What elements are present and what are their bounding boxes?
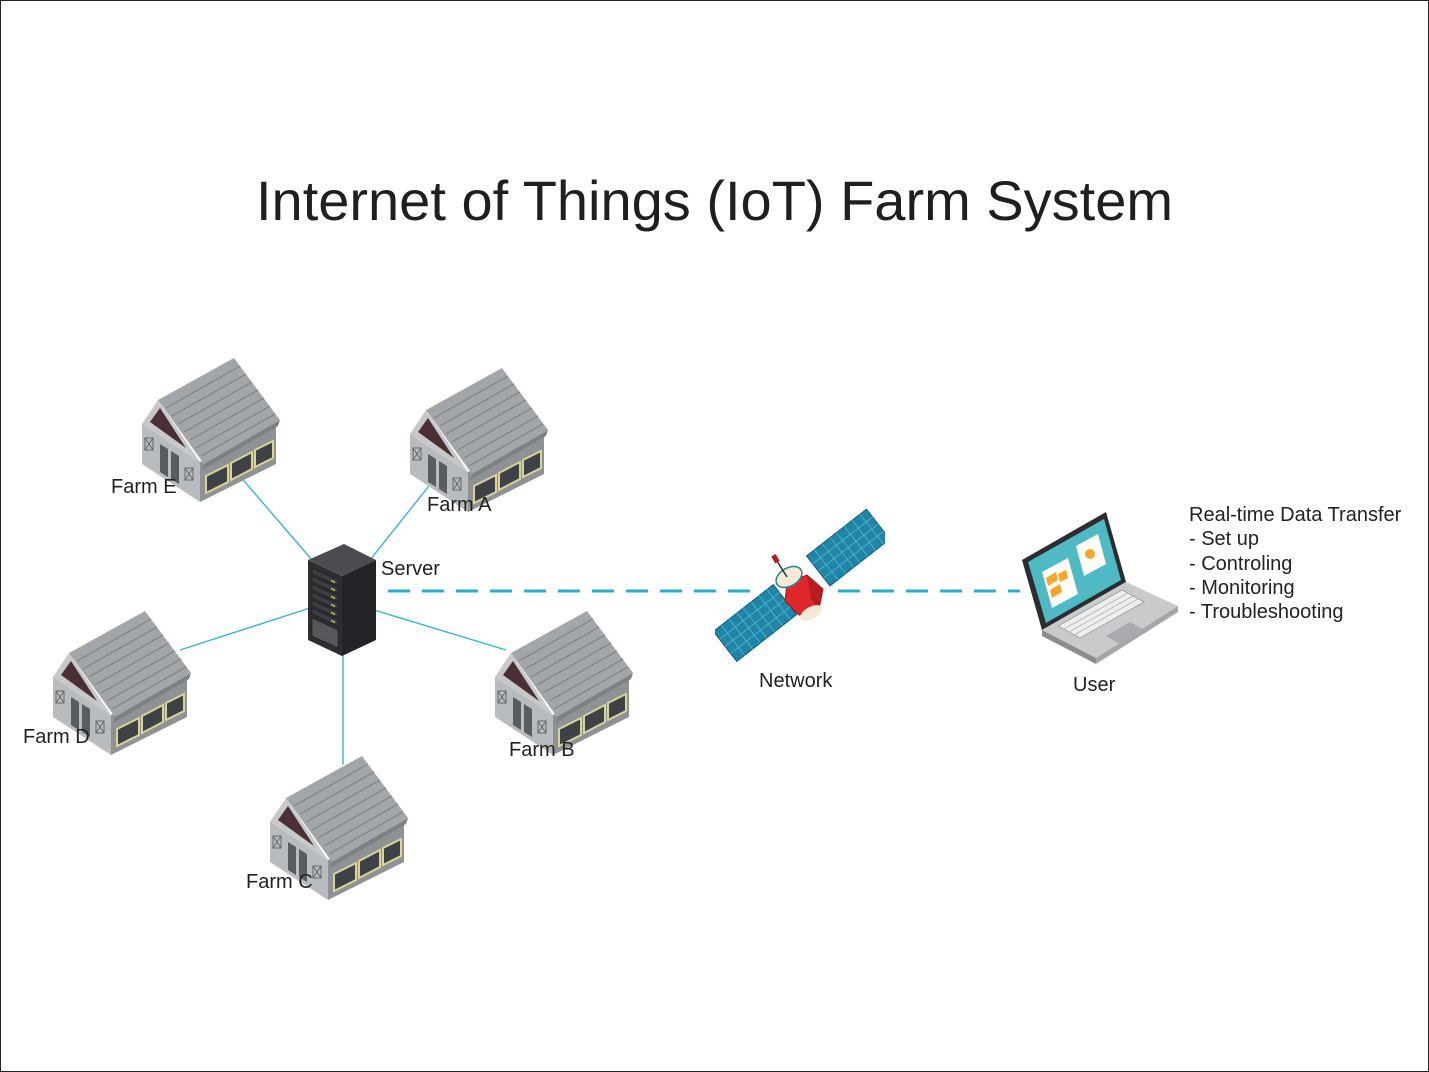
user-capabilities-note: Real-time Data Transfer - Set up - Contr… [1189,503,1401,624]
server-rack-icon [308,544,376,656]
user-label: User [1073,674,1116,696]
barn-icon [494,610,634,756]
note-item: - Troubleshooting [1189,601,1344,624]
user-node[interactable] [1018,508,1180,671]
note-item: - Set up [1189,528,1260,551]
network-label: Network [759,670,833,692]
edge-server-farm-b [373,609,507,651]
server-node[interactable] [306,540,380,665]
farm-c-label: Farm C [246,871,313,893]
note-item: - Monitoring [1189,576,1295,599]
farm-a-label: Farm A [427,494,492,516]
server-label: Server [381,558,440,580]
diagram-title: Internet of Things (IoT) Farm System [255,169,1174,232]
edge-server-farm-e [231,466,313,561]
network-node[interactable] [712,505,891,670]
edge-server-farm-a [369,471,441,561]
note-heading: Real-time Data Transfer [1189,504,1402,526]
note-item: - Controling [1189,552,1293,575]
farm-e-label: Farm E [111,476,177,498]
edge-server-farm-d [179,607,311,651]
farm-d-label: Farm D [23,726,90,748]
satellite-icon [712,508,891,663]
laptop-icon [1022,512,1178,664]
farm-b-label: Farm B [509,739,575,761]
